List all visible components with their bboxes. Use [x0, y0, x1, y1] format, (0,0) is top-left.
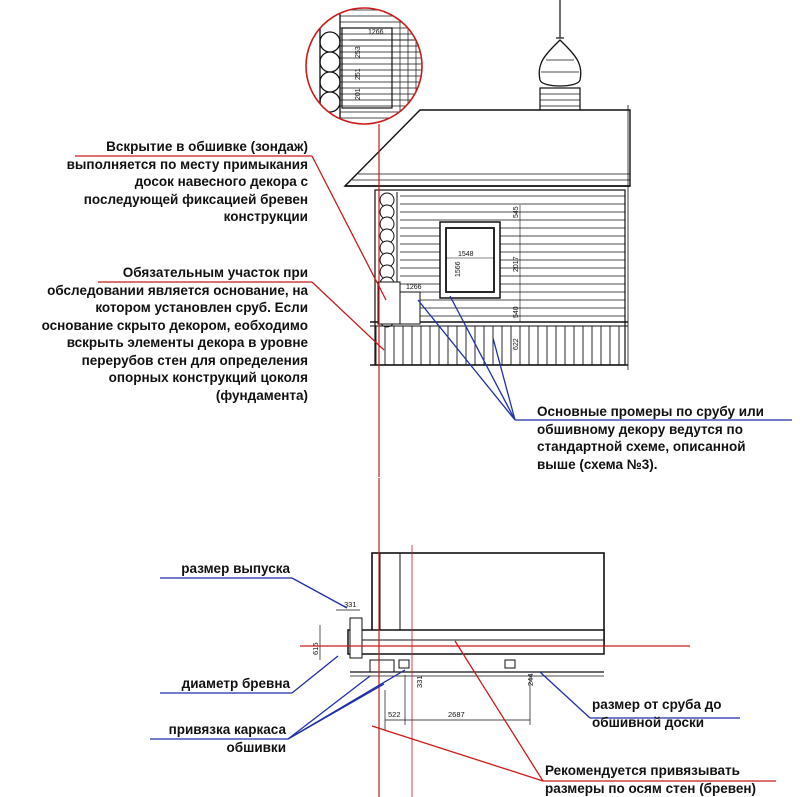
detail-log-end	[319, 91, 341, 113]
note-line: последующей фиксацией бревен	[83, 191, 308, 207]
note-line: перерубов стен для определения	[81, 352, 308, 368]
note-line: обшивки	[226, 739, 287, 755]
plan-dimensions: 331 615 331 244 522 2687	[311, 600, 535, 719]
note-line: конструкции	[223, 209, 308, 224]
dim-wall-top: 545	[513, 206, 520, 218]
dim-plan-span: 2687	[448, 710, 465, 719]
dim-window-width: 1548	[458, 251, 474, 258]
dim-plan-board: 244	[526, 673, 535, 686]
note-axes-advice: Рекомендуется привязывать размеры по ося…	[545, 762, 801, 797]
dim-plan-overhang: 331	[344, 600, 357, 609]
note-line: основание скрыто декором, еобходимо	[41, 317, 308, 333]
note-probe-opening: Вскрытие в обшивке (зондаж) выполняется …	[40, 138, 308, 226]
note-line: выше (схема №3).	[537, 456, 658, 472]
dim-detail-c: 201	[355, 88, 362, 100]
detail-log-end	[319, 71, 341, 93]
note-distance-to-board: размер от сруба до обшивной доски	[592, 696, 792, 731]
detail-log-end	[319, 31, 341, 53]
dim-detail-top: 1266	[368, 29, 384, 36]
note-line: Рекомендуется привязывать	[545, 763, 740, 778]
note-base-inspection: Обязательным участок при обследовании яв…	[2, 264, 308, 404]
dim-plan-diameter: 615	[311, 642, 320, 655]
note-line: размер выпуска	[181, 561, 290, 576]
note-log-diameter: диаметр бревна	[120, 675, 290, 693]
dim-plan-offset: 331	[415, 675, 424, 688]
dim-wall-bottom: 622	[513, 338, 520, 350]
note-line: котором установлен сруб. Если	[95, 300, 308, 315]
red-leaders	[75, 155, 776, 782]
note-line: привязка каркаса	[168, 722, 286, 737]
detail-magnifier: 1266 253 251 201	[305, 7, 423, 125]
note-line: (фундамента)	[215, 387, 308, 403]
note-line: Обязательным участок при	[122, 265, 308, 280]
note-frame-binding: привязка каркаса обшивки	[110, 721, 286, 756]
note-overhang-size: размер выпуска	[120, 560, 290, 578]
note-line: обшивной доски	[592, 714, 705, 730]
note-line: Вскрытие в обшивке (зондаж)	[106, 139, 308, 154]
dim-corner-width: 1266	[406, 284, 422, 291]
note-main-measurements: Основные промеры по срубу или обшивному …	[537, 403, 799, 473]
dim-window-height: 1566	[455, 261, 462, 277]
elevation-dimensions: 1548 1566 2017 545 540 622 1266	[406, 205, 521, 350]
dim-detail-a: 253	[355, 46, 362, 58]
note-line: размер от сруба до	[592, 697, 722, 712]
note-line: стандартной схеме, описанной	[537, 439, 746, 454]
note-line: Основные промеры по срубу или	[537, 404, 764, 419]
dim-detail-b: 251	[355, 68, 362, 80]
note-line: диаметр бревна	[181, 676, 290, 691]
plan-detail	[319, 552, 605, 730]
note-line: вскрыть элементы декора в уровне	[66, 335, 308, 350]
note-line: обшивному декору ведутся по	[537, 421, 743, 437]
detail-log-end	[319, 51, 341, 73]
note-line: размеры по осям стен (бревен)	[545, 780, 757, 796]
dim-wall-right: 2017	[513, 256, 520, 272]
red-axis-lines	[300, 124, 690, 797]
note-line: выполняется по месту примыкания	[66, 156, 308, 172]
note-line: опорных конструкций цоколя	[108, 370, 308, 385]
dim-wall-low: 540	[513, 306, 520, 318]
note-line: обследовании является основание, на	[47, 282, 308, 298]
dim-plan-left: 522	[388, 710, 401, 719]
blue-leaders	[150, 295, 792, 740]
note-line: досок навесного декора с	[134, 174, 308, 189]
house-elevation	[343, 0, 631, 370]
